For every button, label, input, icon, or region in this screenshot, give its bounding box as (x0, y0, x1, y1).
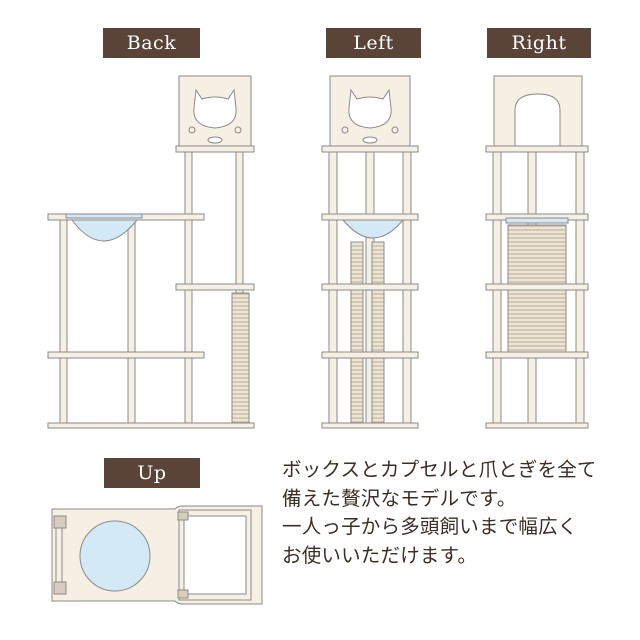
product-description: ボックスとカプセルと爪とぎを全て 備えた贅沢なモデルです。 一人っ子から多頭飼い… (282, 456, 627, 570)
back-view-drawing (47, 75, 255, 429)
left-view-drawing (321, 75, 419, 429)
right-view-drawing (485, 75, 589, 429)
description-line-1: ボックスとカプセルと爪とぎを全て (282, 458, 597, 481)
back-view-label: Back (103, 28, 200, 58)
description-line-3: 一人っ子から多頭飼いまで幅広く (282, 515, 578, 538)
description-line-2: 備えた贅沢なモデルです。 (282, 486, 517, 510)
up-view-drawing (51, 505, 263, 605)
left-view-label: Left (326, 28, 421, 58)
description-line-4: お使いいただけます。 (282, 543, 478, 567)
right-view-label: Right (487, 28, 591, 58)
up-view-label: Up (104, 458, 200, 488)
